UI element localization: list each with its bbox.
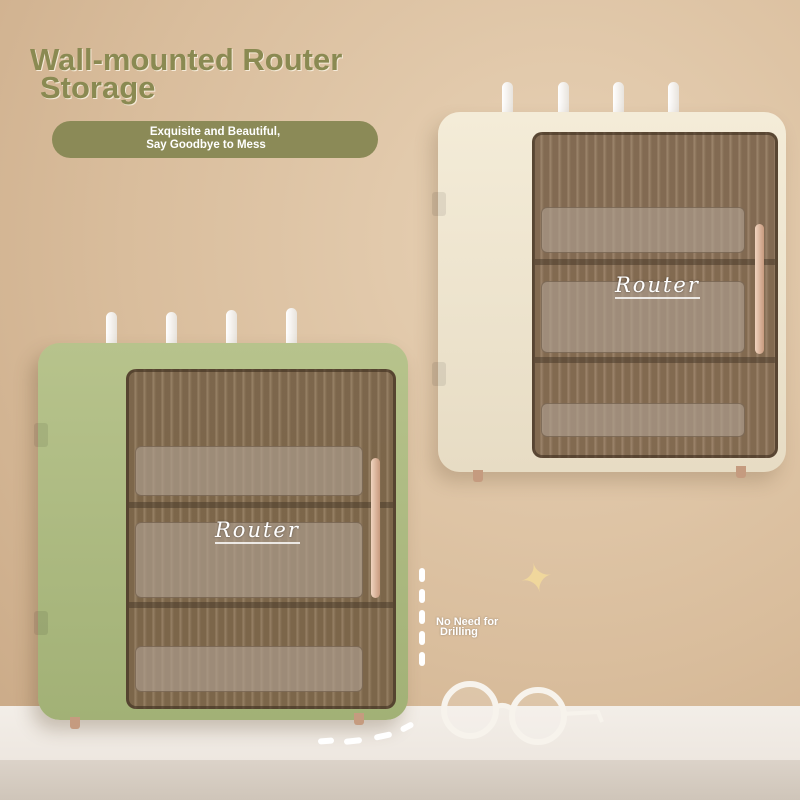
tagline-banner: Exquisite and Beautiful, Say Goodbye to … [52, 121, 378, 158]
antenna [558, 82, 569, 118]
round-glasses-icon [441, 681, 604, 745]
no-drilling-note: No Need for Drilling [436, 616, 499, 638]
cabinet-foot [473, 470, 483, 482]
antenna [668, 82, 679, 118]
door-handle[interactable] [371, 458, 380, 598]
antenna [226, 310, 237, 350]
product-title: Wall-mounted Router Storage [30, 44, 342, 105]
router-device [135, 446, 363, 496]
door-handle[interactable] [755, 224, 764, 354]
power-strip [541, 403, 745, 437]
modem-device [135, 522, 363, 598]
antenna [166, 312, 177, 350]
tagline-line-1: Exquisite and Beautiful, [149, 126, 281, 138]
shelf [535, 357, 775, 363]
antenna [106, 312, 117, 350]
router-label: Router [215, 518, 300, 544]
cream-router-cabinet: Router [432, 112, 786, 482]
note-line-1: No Need for [436, 616, 499, 628]
dash-decoration [317, 737, 335, 745]
modem-device [541, 281, 745, 353]
table-edge [0, 760, 800, 800]
cabinet-door[interactable]: Router [532, 132, 778, 458]
shelf [129, 602, 393, 608]
cabinet-door[interactable]: Router [126, 369, 396, 709]
side-notch [34, 611, 48, 635]
tagline-line-2: Say Goodbye to Mess [146, 139, 266, 151]
cabinet-foot [354, 713, 364, 725]
green-router-cabinet: Router [34, 343, 408, 729]
four-point-star-icon: ✦ [515, 554, 558, 605]
power-strip [135, 646, 363, 692]
router-label: Router [615, 273, 700, 299]
antenna [502, 82, 513, 118]
shelf [535, 259, 775, 265]
note-line-2: Drilling [440, 626, 478, 638]
cabinet-foot [70, 717, 80, 729]
antenna [286, 308, 297, 350]
router-device [541, 207, 745, 253]
dotted-line-decoration [416, 568, 428, 673]
title-line-2: Storage [40, 70, 156, 105]
shelf [129, 502, 393, 508]
side-notch [34, 423, 48, 447]
side-notch [432, 362, 446, 386]
cabinet-foot [736, 466, 746, 478]
title-line-1: Wall-mounted Router [30, 42, 343, 77]
antenna [613, 82, 624, 118]
side-notch [432, 192, 446, 216]
